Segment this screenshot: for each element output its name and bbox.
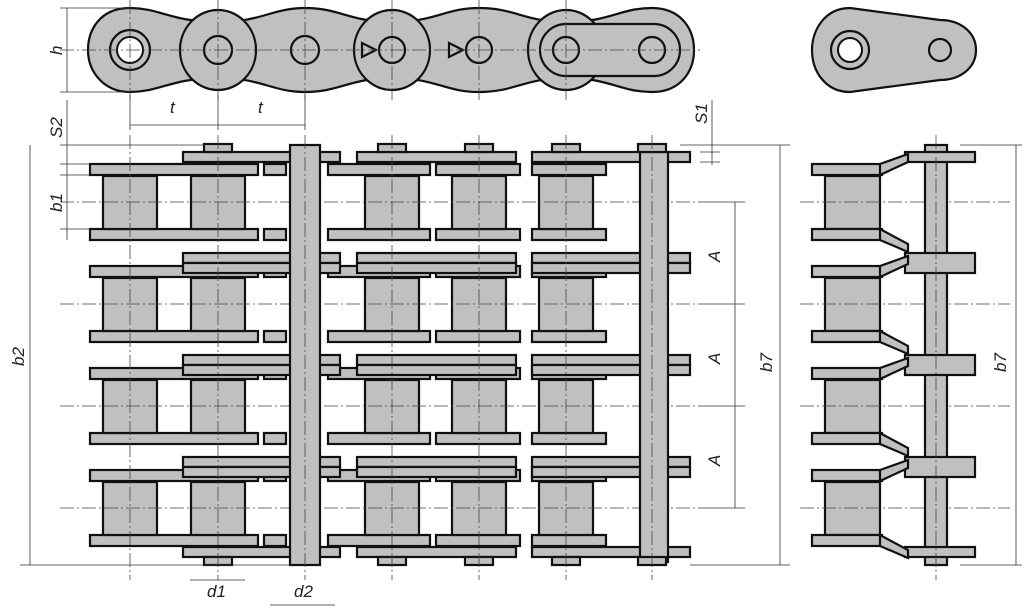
side-roller (823, 480, 882, 537)
side-pin-cotter (927, 37, 953, 63)
inner-plate (88, 162, 260, 177)
inner-plate (326, 227, 432, 242)
label-d1: d1 (207, 582, 226, 601)
side-inner-plate (810, 162, 884, 177)
side-outer-plate (903, 455, 977, 479)
side-roller (823, 174, 882, 231)
inner-plate (326, 431, 432, 446)
outer-plate (355, 363, 518, 377)
front-view (60, 135, 700, 580)
side-outer-plate (903, 353, 977, 377)
outer-plate (355, 261, 518, 275)
inner-plate (530, 162, 608, 177)
inner-plate (262, 431, 288, 446)
side-inner-plate (810, 533, 884, 548)
inner-plate (88, 227, 260, 242)
inner-plate (326, 533, 432, 548)
label-t-2: t (258, 98, 264, 117)
label-s1: S1 (692, 103, 711, 124)
outer-plate (181, 465, 342, 479)
inner-plate (530, 431, 608, 446)
label-b7-side: b7 (991, 353, 1010, 372)
outer-plate (355, 455, 518, 469)
side-inner-plate (810, 264, 884, 279)
label-a-1: A (705, 251, 724, 263)
outer-plate (181, 150, 342, 164)
inner-plate (262, 329, 288, 344)
outer-plate (181, 545, 342, 559)
side-plate-bend (878, 458, 910, 483)
inner-plate (326, 329, 432, 344)
outer-plate (530, 261, 692, 275)
label-b1: b1 (47, 193, 66, 212)
side-plate-bend (878, 227, 910, 254)
outer-plate (530, 150, 692, 164)
inner-plate (530, 329, 608, 344)
label-b7-front: b7 (757, 353, 776, 372)
label-a-2: A (705, 353, 724, 365)
inner-plate (88, 533, 260, 548)
side-outer-plate (903, 251, 977, 275)
inner-plate (434, 329, 522, 344)
inner-plate (262, 162, 288, 177)
side-roller (823, 378, 882, 435)
outer-plate (355, 545, 518, 559)
label-a-3: A (705, 455, 724, 467)
label-b2: b2 (9, 347, 28, 366)
dimensions (20, 7, 1022, 606)
side-plate-bend (878, 329, 910, 356)
pin (638, 150, 670, 564)
label-h: h (47, 46, 66, 55)
inner-plate (88, 329, 260, 344)
outer-plate (355, 353, 518, 367)
outer-plate (530, 363, 692, 377)
inner-plate (88, 431, 260, 446)
inner-plate (434, 431, 522, 446)
side-plate-bend (878, 431, 910, 458)
side-inner-plate (810, 468, 884, 483)
inner-plate (530, 227, 608, 242)
inner-plate (530, 533, 608, 548)
side-inner-plate (810, 329, 884, 344)
outer-plate (181, 261, 342, 275)
top-view (60, 0, 700, 100)
outer-plate (355, 150, 518, 164)
side-plate-bend (878, 356, 910, 381)
inner-plate (434, 162, 522, 177)
label-d2: d2 (294, 582, 313, 601)
side-inner-plate (810, 366, 884, 381)
label-s2: S2 (47, 117, 66, 138)
inner-plate (262, 227, 288, 242)
outer-plate (530, 465, 692, 479)
outer-plate (181, 363, 342, 377)
side-plate-bend (878, 152, 910, 177)
outer-plate (355, 251, 518, 265)
inner-plate (434, 533, 522, 548)
inner-plate (262, 533, 288, 548)
side-outer-plate (903, 150, 977, 164)
label-t-1: t (170, 98, 176, 117)
side-view-plate (810, 6, 978, 94)
side-plate-bend (878, 533, 910, 560)
side-view (800, 6, 1010, 580)
outer-plate (355, 465, 518, 479)
side-outer-plate (903, 545, 977, 559)
inner-plate (326, 162, 432, 177)
side-roller (823, 276, 882, 333)
side-inner-plate (810, 431, 884, 446)
side-pin-hole (837, 37, 863, 63)
side-plate-bend (878, 254, 910, 279)
inner-plate (434, 227, 522, 242)
side-inner-plate (810, 227, 884, 242)
outer-plate (530, 545, 692, 559)
